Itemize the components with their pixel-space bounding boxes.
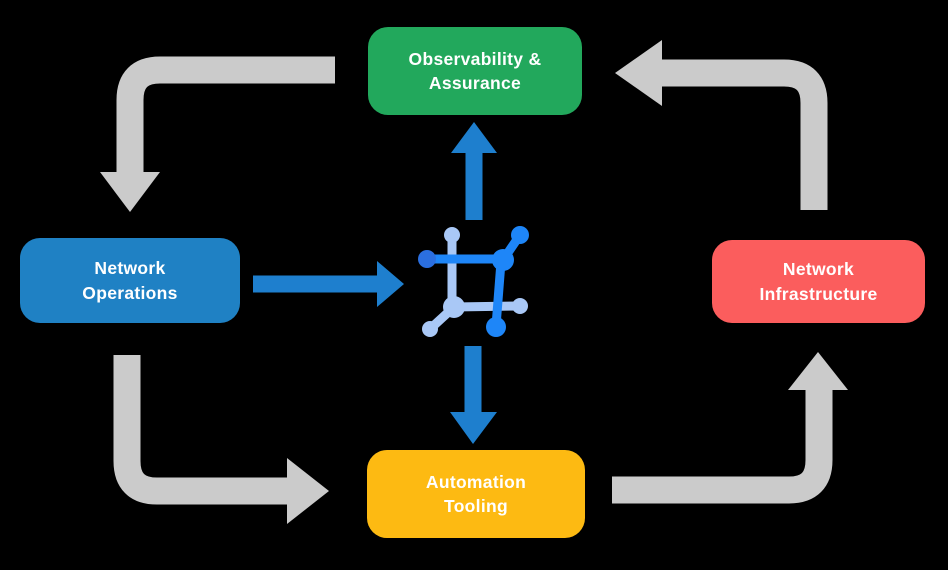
arrowhead-down-icon [450,412,497,444]
node-automation-tooling: Automation Tooling [367,450,585,538]
arrow-operations-to-automation [113,355,329,524]
node-label: Network Infrastructure [759,259,878,304]
arrowhead-down-icon [100,172,160,212]
node-label: Network Operations [82,258,178,303]
node-label: Automation Tooling [425,471,527,516]
node-network-infrastructure: Network Infrastructure [712,240,925,323]
network-automation-icon [418,226,529,337]
arrow-observability-to-operations [100,56,335,212]
arrow-center-to-automation [450,346,497,444]
node-label: Observability & Assurance [408,48,542,93]
arrow-infrastructure-to-observability [615,40,828,210]
node-observability-assurance: Observability & Assurance [368,27,582,115]
arrowhead-right-icon [287,458,329,524]
arrowhead-up-icon [451,122,497,153]
arrowhead-up-icon [788,352,848,390]
arrowhead-left-icon [615,40,662,106]
node-network-operations: Network Operations [20,238,240,323]
arrow-center-to-observability [451,122,497,220]
arrow-automation-to-infrastructure [612,352,848,504]
arrow-operations-to-center [253,261,404,307]
arrowhead-right-icon [377,261,404,307]
